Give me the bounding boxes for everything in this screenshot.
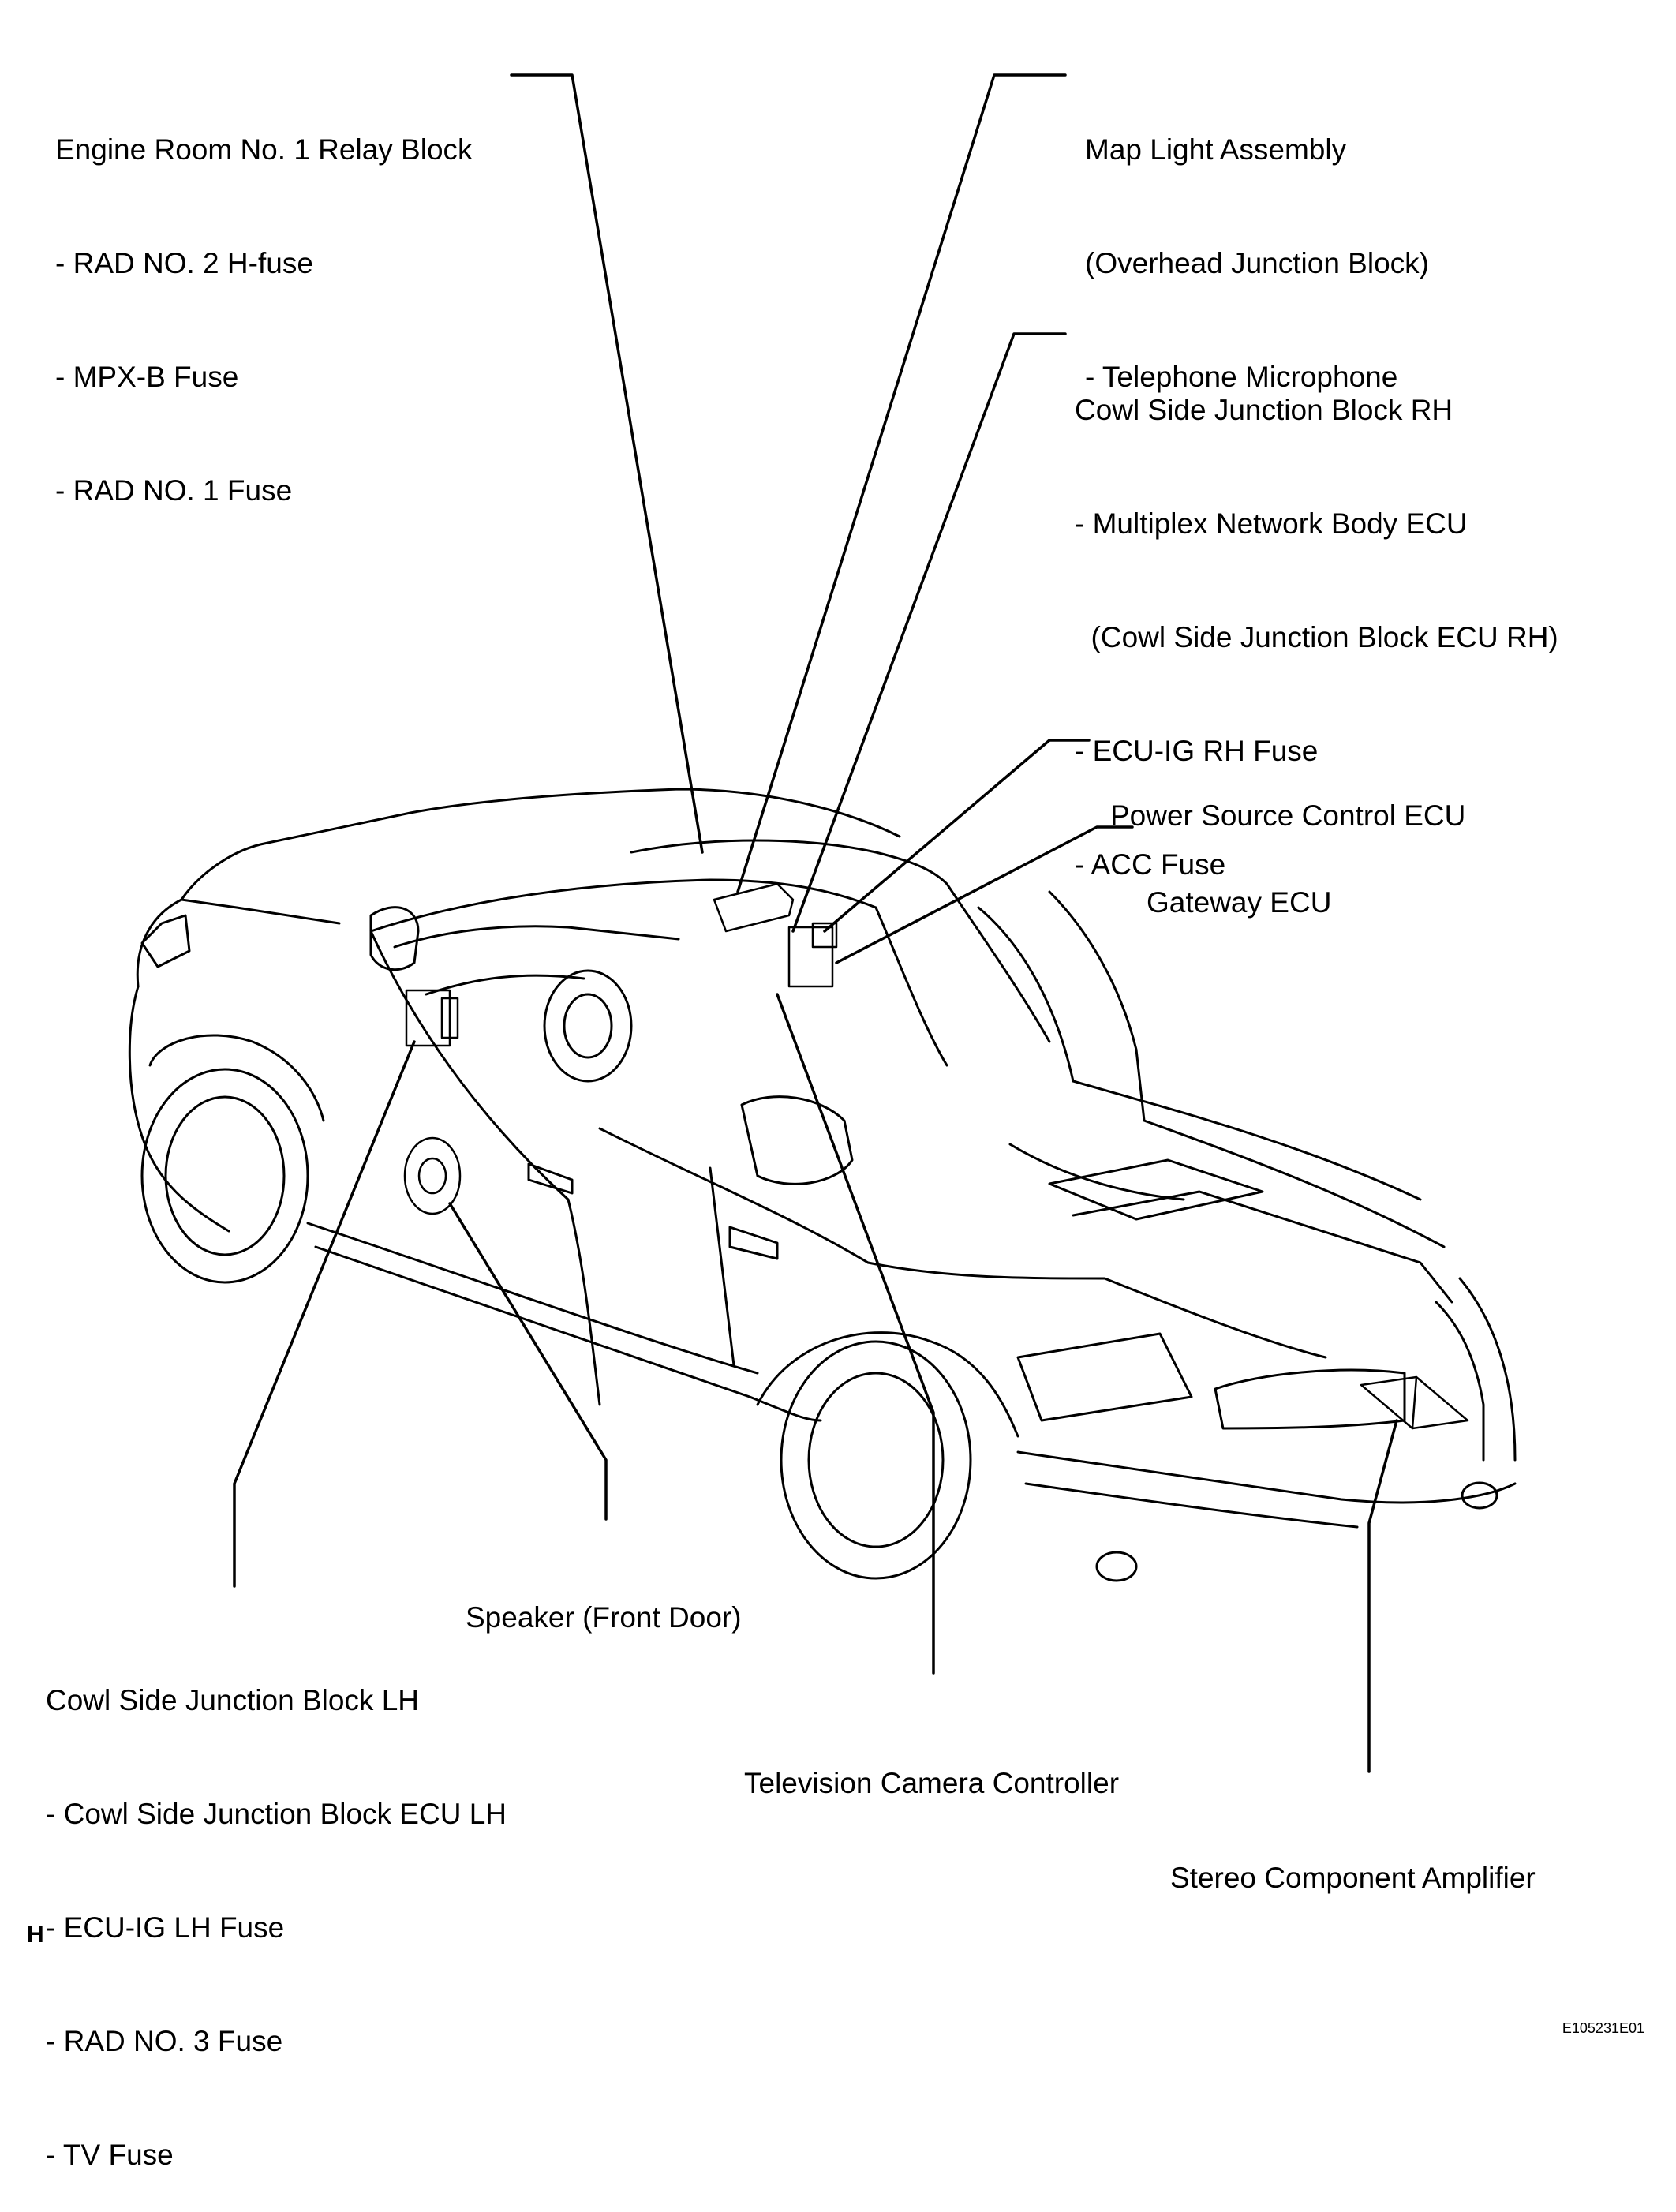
- cowl-rh-item: (Cowl Side Junction Block ECU RH): [1075, 621, 1558, 653]
- engine-room-item: - RAD NO. 2 H-fuse: [55, 247, 313, 279]
- cowl-rh-item: - ECU-IG RH Fuse: [1075, 735, 1319, 767]
- power-source-title: Power Source Control ECU: [1110, 799, 1466, 832]
- tv-camera-title: Television Camera Controller: [744, 1767, 1120, 1799]
- stereo-amp-title: Stereo Component Amplifier: [1170, 1862, 1536, 1894]
- leader-map-light: [736, 73, 1067, 893]
- leader-engine-room: [510, 73, 704, 854]
- cowl-rh-title: Cowl Side Junction Block RH: [1075, 394, 1453, 426]
- cowl-lh-component: [405, 989, 451, 1047]
- callout-gateway: Gateway ECU: [1147, 808, 1331, 960]
- corner-mark: H: [27, 1922, 44, 1948]
- cowl-rh-item: - Multiplex Network Body ECU: [1075, 507, 1468, 540]
- figure-id: E105231E01: [1562, 2020, 1644, 2036]
- engine-room-item: - RAD NO. 1 Fuse: [55, 474, 293, 507]
- callout-cowl-rh: Cowl Side Junction Block RH - Multiplex …: [1075, 316, 1558, 922]
- leader-gateway: [835, 825, 1134, 964]
- map-light-component: [713, 882, 795, 933]
- cowl-rh-component: [787, 926, 834, 988]
- engine-room-item: - MPX-B Fuse: [55, 361, 239, 393]
- callout-cowl-lh: Cowl Side Junction Block LH - Cowl Side …: [46, 1606, 507, 2212]
- cowl-rh-item: - ACC Fuse: [1075, 848, 1226, 881]
- leader-cowl-lh: [233, 1040, 416, 1588]
- callout-tv-camera: Television Camera Controller: [744, 1689, 1119, 1840]
- car-body: [128, 788, 1517, 1582]
- map-light-item: (Overhead Junction Block): [1085, 247, 1429, 279]
- gateway-title: Gateway ECU: [1147, 886, 1332, 919]
- leader-cowl-rh: [791, 332, 1067, 933]
- cowl-lh-item: - ECU-IG LH Fuse: [46, 1911, 285, 1944]
- vehicle-diagram: [128, 73, 1517, 1773]
- callout-map-light: Map Light Assembly (Overhead Junction Bl…: [1085, 55, 1429, 434]
- engine-room-title: Engine Room No. 1 Relay Block: [55, 133, 473, 166]
- callout-speaker: Speaker (Front Door): [466, 1523, 742, 1675]
- leader-lines: [233, 73, 1398, 1773]
- leader-stereo-amp: [1367, 1419, 1398, 1773]
- cowl-lh-item: - RAD NO. 3 Fuse: [46, 2025, 283, 2057]
- callout-engine-room: Engine Room No. 1 Relay Block - RAD NO. …: [55, 55, 473, 548]
- cowl-lh-title: Cowl Side Junction Block LH: [46, 1684, 419, 1716]
- leader-speaker: [448, 1202, 608, 1521]
- cowl-lh-item: - Cowl Side Junction Block ECU LH: [46, 1798, 507, 1830]
- callout-stereo-amp: Stereo Component Amplifier: [1170, 1783, 1536, 1935]
- cowl-lh-item: - TV Fuse: [46, 2139, 174, 2171]
- leader-power-source: [823, 739, 1091, 933]
- map-light-title: Map Light Assembly: [1085, 133, 1347, 166]
- callout-power-source: Power Source Control ECU: [1110, 721, 1465, 873]
- map-light-item: - Telephone Microphone: [1085, 361, 1398, 393]
- speaker-component: [403, 1136, 462, 1215]
- leader-tv-camera: [776, 993, 935, 1675]
- speaker-title: Speaker (Front Door): [466, 1601, 742, 1634]
- stereo-amp-component: [1360, 1375, 1469, 1430]
- components: [403, 882, 1469, 1430]
